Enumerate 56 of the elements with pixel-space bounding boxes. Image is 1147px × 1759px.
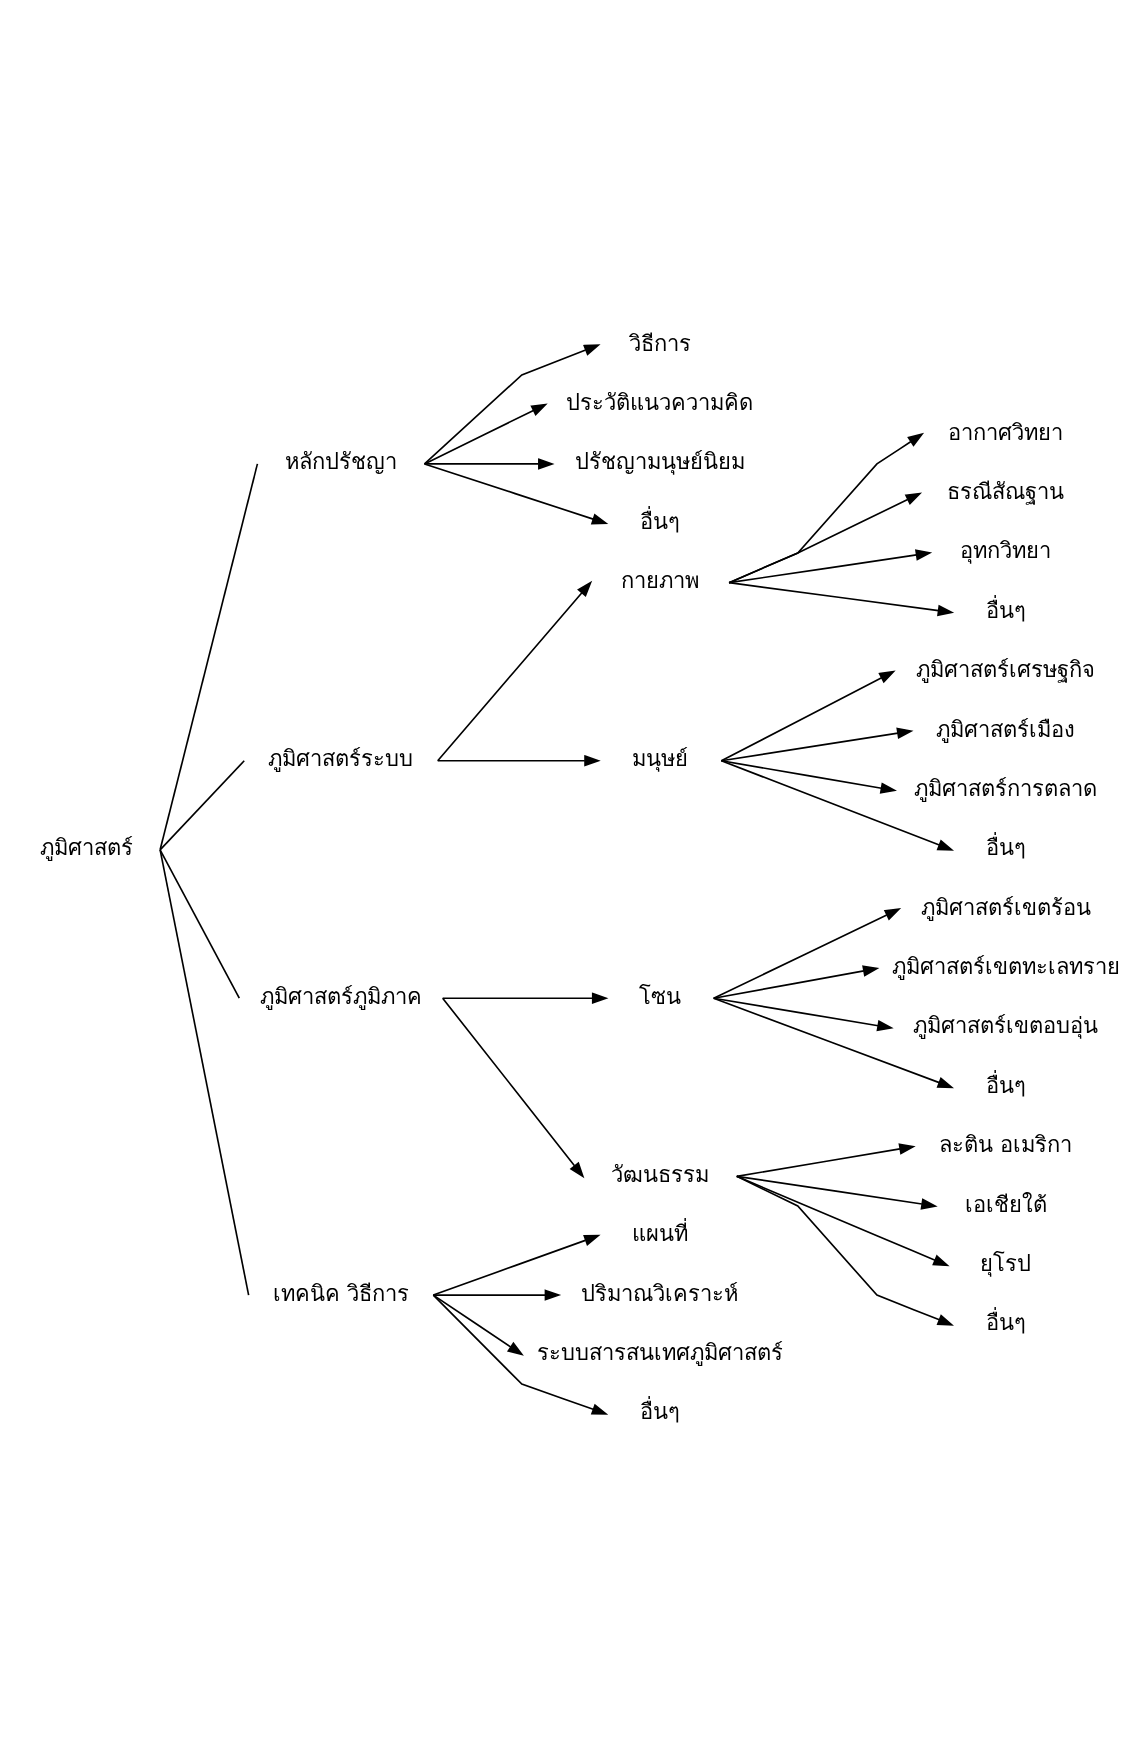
- arrow: [720, 759, 955, 851]
- arrow: [436, 580, 593, 762]
- arrow: [432, 1294, 609, 1415]
- node-text: วัฒนธรรม: [610, 1161, 709, 1187]
- node-text: เทคนิค วิธีการ: [272, 1280, 409, 1306]
- connector: [159, 463, 259, 851]
- arrow: [728, 581, 955, 617]
- arrow: [720, 670, 896, 762]
- node-text: วิธีการ: [628, 330, 691, 356]
- node-text: ประวัติแนวความคิด: [566, 390, 754, 416]
- node-text: ภูมิศาสตร์เมือง: [936, 716, 1076, 742]
- arrow: [712, 908, 902, 1000]
- node-text: ภูมิศาสตร์: [39, 835, 133, 861]
- arrow: [735, 1175, 955, 1326]
- node-text: ภูมิศาสตร์เขตทะเลทราย: [891, 954, 1120, 980]
- node-text: อื่นๆ: [985, 1072, 1026, 1098]
- arrow: [436, 755, 601, 767]
- node-text: ภูมิศาสตร์เศรษฐกิจ: [916, 657, 1096, 683]
- node-text: ภูมิศาสตร์การตลาด: [914, 775, 1098, 801]
- node-text: ปรัชญามนุษย์นิยม: [574, 449, 745, 475]
- arrow: [423, 458, 555, 470]
- node-text: ภูมิศาสตร์เขตร้อน: [920, 894, 1091, 920]
- node-text: ปริมาณวิเคราะห์: [581, 1280, 739, 1306]
- node-text: อุทกวิทยา: [960, 538, 1052, 564]
- arrow: [728, 432, 925, 584]
- arrow: [441, 992, 609, 1004]
- node-text: กายภาพ: [620, 568, 699, 594]
- arrow: [728, 549, 933, 584]
- node-text: เอเชียใต้: [964, 1191, 1047, 1217]
- node-text: ธรณีสัณฐาน: [947, 479, 1065, 505]
- connector: [159, 849, 250, 1296]
- arrow: [735, 1143, 916, 1178]
- node-text: อื่นๆ: [985, 597, 1026, 623]
- node-text: โซน: [638, 983, 681, 1009]
- node-text: อากาศวิทยา: [948, 419, 1064, 445]
- connector: [159, 759, 246, 851]
- node-text: ภูมิศาสตร์ภูมิภาค: [259, 983, 422, 1009]
- node-text: ยุโรป: [980, 1250, 1032, 1276]
- arrow: [720, 759, 897, 794]
- arrow: [432, 1234, 601, 1296]
- node-text: ภูมิศาสตร์ระบบ: [268, 746, 414, 772]
- arrow: [441, 997, 585, 1179]
- arrow: [728, 492, 923, 584]
- arrow: [423, 403, 548, 465]
- node-text: มนุษย์: [631, 746, 688, 772]
- node-text: ละติน อเมริกา: [939, 1132, 1073, 1158]
- arrow: [712, 997, 955, 1089]
- node-text: อื่นๆ: [639, 508, 680, 534]
- node-text: ภูมิศาสตร์เขตอบอุ่น: [913, 1013, 1099, 1039]
- arrow: [423, 463, 609, 525]
- arrow: [432, 1289, 562, 1301]
- node-text: ระบบสารสนเทศภูมิศาสตร์: [536, 1339, 783, 1365]
- node-text: หลักปรัชญา: [284, 449, 397, 475]
- connector: [159, 849, 241, 1000]
- arrow: [712, 965, 880, 1000]
- arrow: [423, 344, 601, 465]
